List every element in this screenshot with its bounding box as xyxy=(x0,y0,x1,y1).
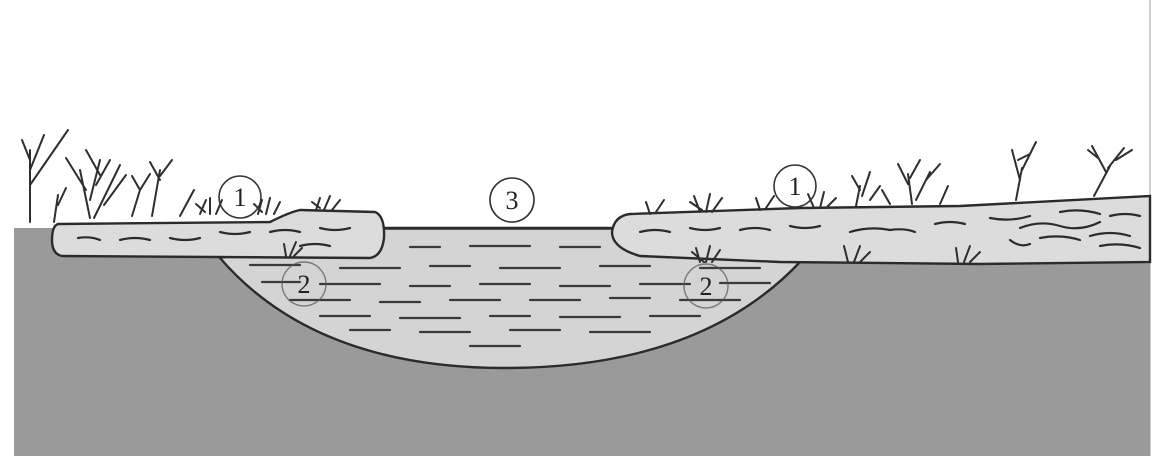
marker-2-left-label: 2 xyxy=(298,270,311,299)
marker-1-left-label: 1 xyxy=(234,183,247,212)
marker-1-right-label: 1 xyxy=(789,172,802,201)
marker-2-right-label: 2 xyxy=(700,272,713,301)
marker-3-label: 3 xyxy=(506,186,519,215)
